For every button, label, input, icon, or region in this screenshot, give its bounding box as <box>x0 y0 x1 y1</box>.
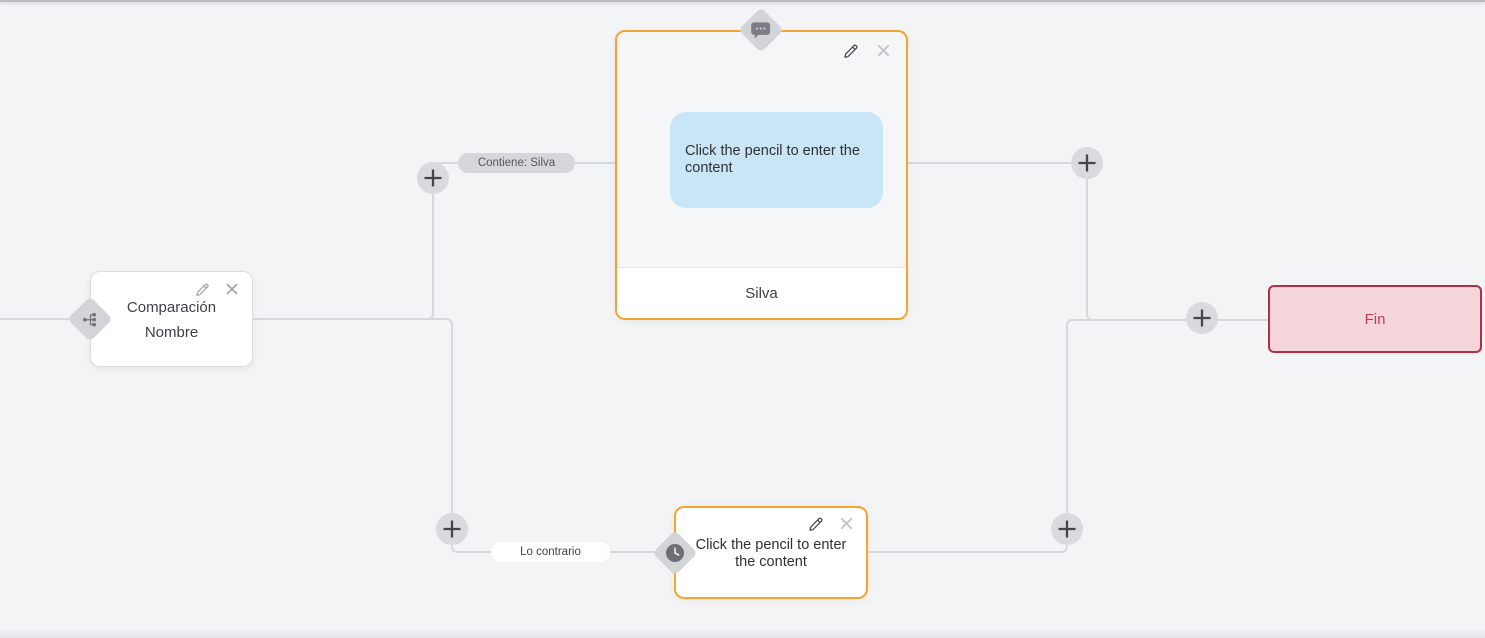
plus-icon <box>1193 309 1211 327</box>
end-node[interactable]: Fin <box>1268 285 1482 353</box>
plus-icon <box>424 169 442 187</box>
close-icon <box>840 517 853 530</box>
message-node-port <box>738 7 784 53</box>
condition-node-title: Comparación Nombre <box>91 295 252 345</box>
wait-node-text: Click the pencil to enter the content <box>695 537 847 570</box>
edge-message-to-end <box>908 162 1268 321</box>
delete-node-button[interactable] <box>225 282 239 297</box>
add-node-button[interactable] <box>1186 302 1218 334</box>
close-icon <box>877 44 890 57</box>
edge-wait-to-end <box>868 319 1268 553</box>
pencil-icon <box>844 44 858 58</box>
delete-node-button[interactable] <box>876 43 891 59</box>
pencil-icon <box>196 283 209 296</box>
add-node-button[interactable] <box>417 162 449 194</box>
condition-title-line1: Comparación <box>126 299 217 316</box>
wait-node[interactable]: Click the pencil to enter the content <box>652 506 868 599</box>
branch-label-otherwise: Lo contrario <box>491 542 610 562</box>
end-node-label: Fin <box>1364 310 1386 328</box>
wait-node-port <box>652 530 698 576</box>
pencil-icon <box>809 517 823 531</box>
add-node-button[interactable] <box>436 513 468 545</box>
chat-bubble-icon <box>751 22 771 39</box>
sitemap-icon <box>82 311 99 328</box>
delete-node-button[interactable] <box>839 516 854 532</box>
condition-node-port <box>67 296 113 342</box>
close-icon <box>226 283 238 295</box>
message-bubble-text: Click the pencil to enter the content <box>685 143 860 176</box>
edit-node-button[interactable] <box>195 282 210 297</box>
condition-title-line2: Nombre <box>144 324 199 341</box>
canvas-top-border <box>0 0 1485 2</box>
plus-icon <box>1078 154 1096 172</box>
add-node-button[interactable] <box>1071 147 1103 179</box>
message-node-footer: Silva <box>617 267 906 318</box>
edit-node-button[interactable] <box>808 516 824 532</box>
clock-icon <box>665 543 685 563</box>
condition-node[interactable]: Comparación Nombre <box>67 271 253 367</box>
branch-label-contains: Contiene: Silva <box>458 153 575 173</box>
add-node-button[interactable] <box>1051 513 1083 545</box>
plus-icon <box>443 520 461 538</box>
message-footer-label: Silva <box>745 284 778 302</box>
plus-icon <box>1058 520 1076 538</box>
edge-condition-to-wait <box>253 318 662 553</box>
edit-node-button[interactable] <box>843 43 859 59</box>
canvas-bottom-shadow <box>0 628 1485 638</box>
message-node[interactable]: Click the pencil to enter the content Si… <box>615 7 908 320</box>
message-bubble: Click the pencil to enter the content <box>670 112 883 208</box>
